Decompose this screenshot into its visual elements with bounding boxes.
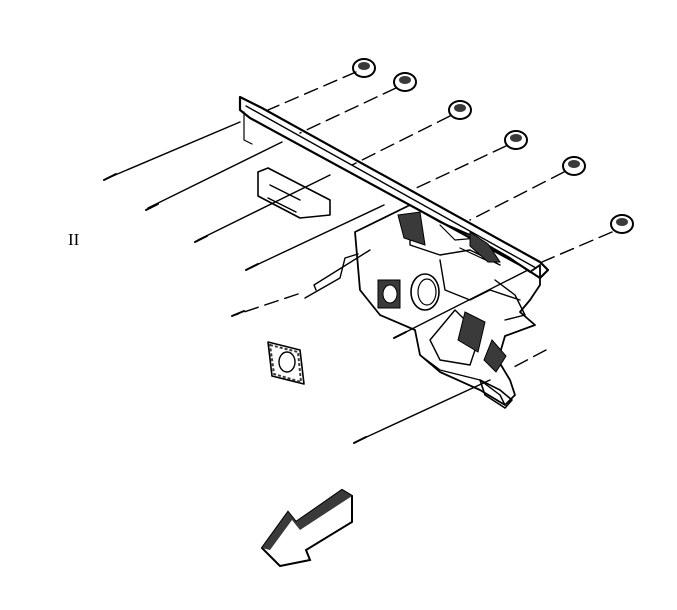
callout-label: II <box>68 230 80 249</box>
hex-nut-icon <box>352 58 376 78</box>
stud-bolt-icon <box>231 310 245 317</box>
mounting-bracket <box>257 167 541 406</box>
stud-bolt-icon <box>245 263 259 271</box>
front-direction-arrow-icon <box>260 488 353 568</box>
hex-nut-icon <box>393 72 417 92</box>
hex-nut-icon <box>610 214 634 234</box>
stud-bolt-icon <box>194 235 208 243</box>
stud-bolt-icon <box>393 331 407 339</box>
hex-nut-icon <box>448 100 472 120</box>
lower-plate <box>479 379 513 409</box>
hex-nut-icon <box>562 156 586 176</box>
stud-bolt-icon <box>145 203 159 211</box>
hex-nut-icon <box>504 130 528 150</box>
stud-bolt-icon <box>353 436 367 444</box>
gasket-icon <box>267 341 305 385</box>
stud-bolt-icon <box>103 173 117 181</box>
fastener-set <box>103 58 634 444</box>
